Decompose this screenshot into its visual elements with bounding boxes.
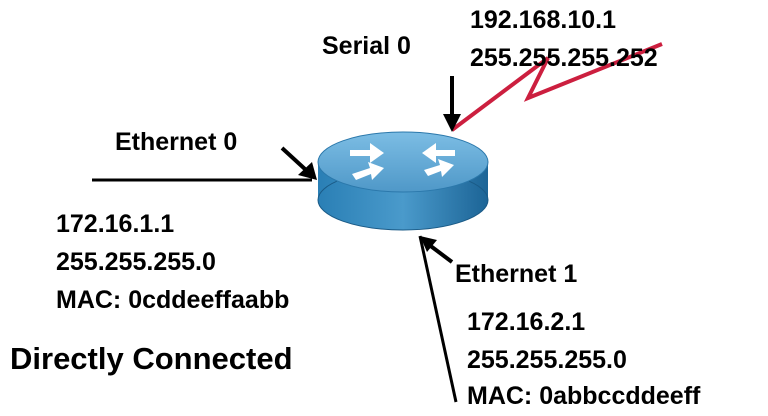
ethernet1-pointer-arrow bbox=[420, 236, 454, 264]
ethernet0-pointer-arrow bbox=[280, 146, 317, 180]
serial-link bbox=[450, 42, 663, 132]
diagram-caption: Directly Connected bbox=[10, 341, 293, 376]
serial0-mask: 255.255.255.252 bbox=[470, 44, 658, 72]
ethernet0-ip: 172.16.1.1 bbox=[56, 210, 175, 238]
ethernet1-mac: MAC: 0abbccddeeff bbox=[467, 382, 701, 410]
ethernet0-label: Ethernet 0 bbox=[115, 128, 238, 156]
ethernet0-mask: 255.255.255.0 bbox=[56, 248, 216, 276]
serial-pointer-arrow bbox=[443, 76, 461, 132]
ethernet1-label: Ethernet 1 bbox=[455, 260, 578, 288]
serial0-ip: 192.168.10.1 bbox=[470, 6, 616, 34]
ethernet1-mask: 255.255.255.0 bbox=[467, 346, 627, 374]
ethernet0-mac: MAC: 0cddeeffaabb bbox=[56, 286, 290, 314]
router-icon bbox=[317, 131, 489, 231]
ethernet1-ip: 172.16.2.1 bbox=[467, 308, 586, 336]
serial0-label: Serial 0 bbox=[322, 32, 411, 60]
ethernet1-link bbox=[418, 235, 458, 403]
